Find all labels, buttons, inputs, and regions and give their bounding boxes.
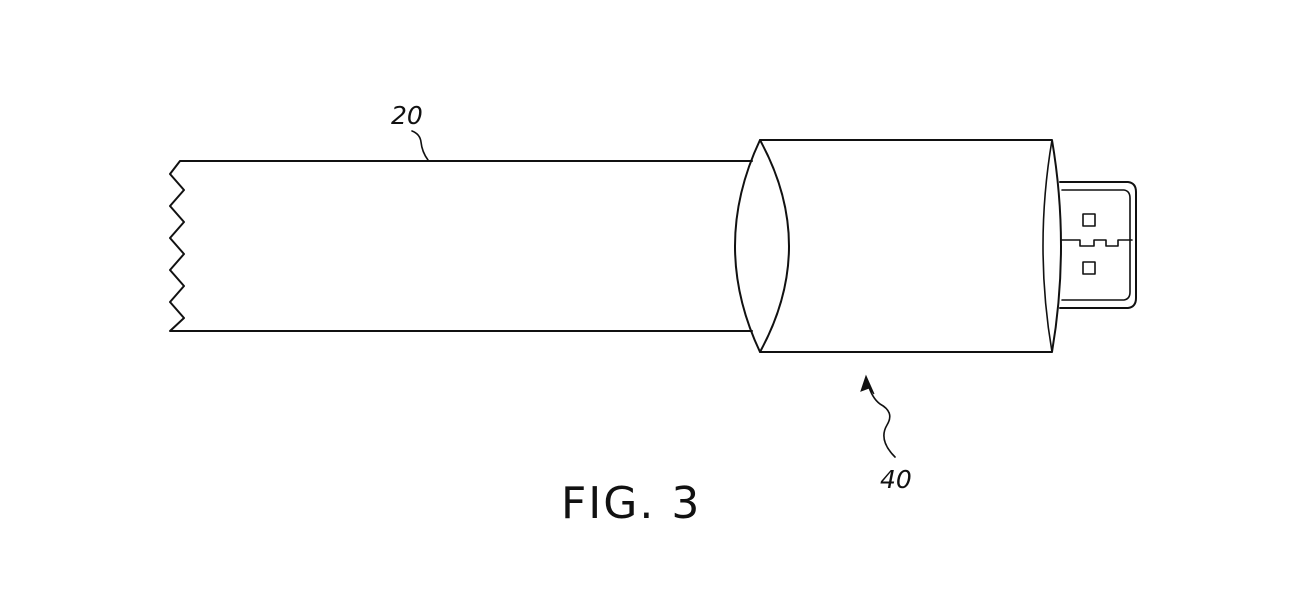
plug-inner-outline bbox=[1061, 189, 1131, 301]
connector-housing bbox=[734, 139, 1062, 353]
plug-contact-lower bbox=[1082, 261, 1096, 275]
figure-caption: FIG. 3 bbox=[561, 478, 701, 529]
reference-label-cable: 20 bbox=[391, 101, 423, 130]
reference-label-connector: 40 bbox=[880, 465, 912, 494]
reference-arrow-connector bbox=[867, 383, 896, 458]
cable-body bbox=[169, 160, 753, 332]
housing-rear-edge bbox=[1042, 139, 1053, 353]
plug-tip bbox=[1059, 181, 1137, 309]
plug-contact-upper bbox=[1082, 213, 1096, 227]
housing-front-lens bbox=[759, 139, 790, 353]
arrow-head-icon bbox=[860, 374, 875, 395]
plug-outline bbox=[1059, 181, 1137, 309]
plug-seam bbox=[1061, 239, 1133, 247]
reference-20: 20 bbox=[391, 101, 429, 161]
reference-40: 40 bbox=[860, 374, 912, 494]
cable-outline bbox=[169, 160, 753, 332]
reference-leader-cable bbox=[411, 130, 429, 161]
housing-outline bbox=[734, 139, 1062, 353]
